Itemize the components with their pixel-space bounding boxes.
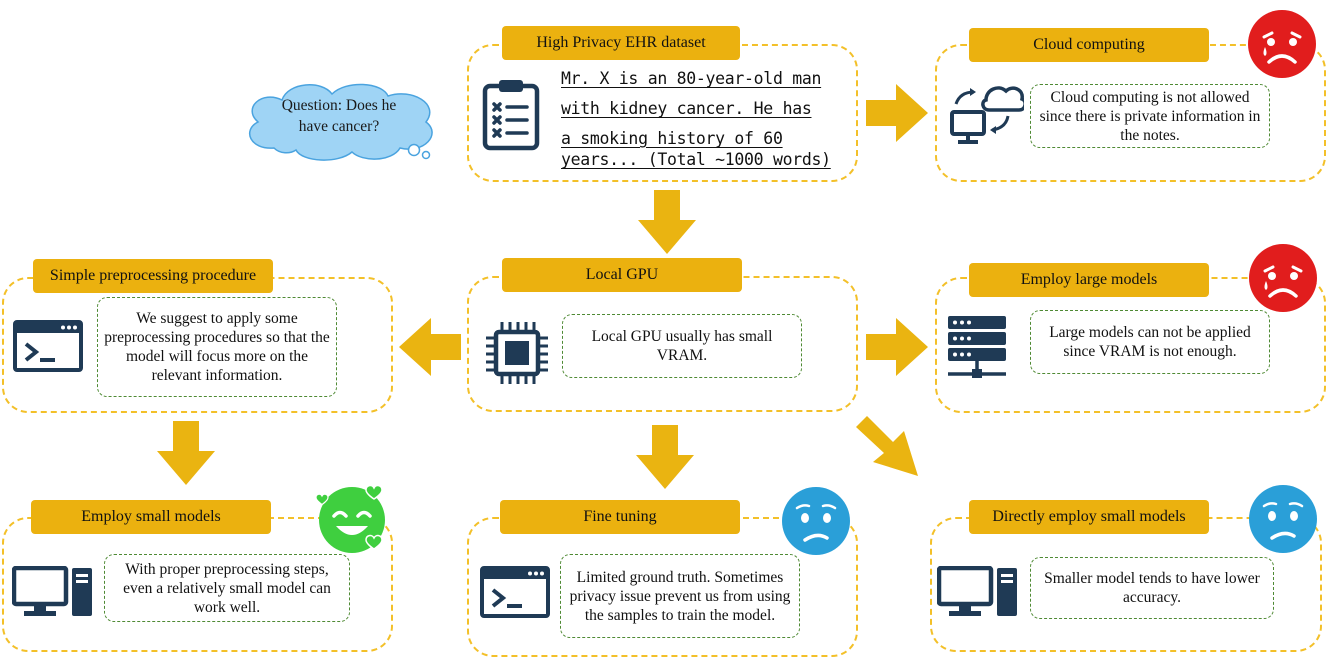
arrow-to-cloud	[866, 84, 928, 142]
direct-title: Directly employ small models	[969, 500, 1209, 534]
ehr-note-line-3: a smoking history of 60	[561, 129, 783, 148]
server-rack-icon	[948, 316, 1006, 378]
preprocess-title: Simple preprocessing procedure	[33, 259, 273, 293]
arrow-to-fine-tuning	[636, 425, 694, 489]
terminal-window-icon	[480, 566, 550, 618]
dataset-title: High Privacy EHR dataset	[502, 26, 740, 60]
gpu-chip-icon	[486, 322, 548, 384]
worried-face-icon	[782, 487, 850, 555]
cloud-computer-sync-icon	[950, 86, 1024, 144]
gpu-title: Local GPU	[502, 258, 742, 292]
finetune-title: Fine tuning	[500, 500, 740, 534]
desktop-computer-icon	[12, 566, 92, 616]
arrow-to-local-gpu	[638, 190, 696, 254]
finetune-note: Limited ground truth. Sometimes privacy …	[560, 554, 800, 638]
small-title: Employ small models	[31, 500, 271, 534]
clipboard-checklist-icon	[482, 80, 540, 151]
direct-note: Smaller model tends to have lower accura…	[1030, 557, 1274, 619]
arrow-to-preprocessing	[399, 318, 461, 376]
worried-face-icon	[1249, 485, 1317, 553]
desktop-computer-icon	[937, 566, 1017, 616]
large-title: Employ large models	[969, 263, 1209, 297]
thought-bubble	[248, 83, 433, 161]
ehr-note-line-4: years... (Total ~1000 words)	[561, 150, 831, 169]
cloud-title: Cloud computing	[969, 28, 1209, 62]
gpu-note: Local GPU usually has small VRAM.	[562, 314, 802, 378]
large-note: Large models can not be applied since VR…	[1030, 310, 1270, 374]
terminal-window-icon	[13, 320, 83, 372]
preprocess-note: We suggest to apply some preprocessing p…	[97, 297, 337, 397]
cloud-note: Cloud computing is not allowed since the…	[1030, 84, 1270, 148]
sad-face-icon	[1249, 244, 1317, 312]
question-text: Question: Does he have cancer?	[281, 97, 397, 135]
arrow-to-large-models	[866, 318, 928, 376]
arrow-to-direct-small-models	[856, 416, 918, 476]
arrow-to-small-models	[157, 421, 215, 485]
ehr-note-line-1: Mr. X is an 80-year-old man	[561, 69, 822, 88]
sad-face-icon	[1248, 10, 1316, 78]
ehr-note-line-2: with kidney cancer. He has	[561, 99, 812, 118]
small-note: With proper preprocessing steps, even a …	[104, 554, 350, 622]
smiling-hearts-face-icon	[316, 484, 385, 553]
